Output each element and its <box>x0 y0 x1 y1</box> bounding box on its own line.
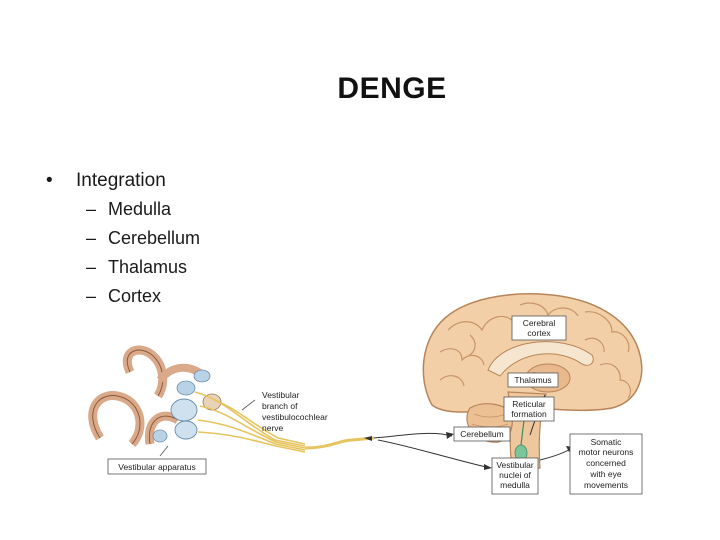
label-text: nuclei of <box>499 470 531 480</box>
label-text: with eye <box>589 469 621 479</box>
label-text: formation <box>511 409 547 419</box>
label-text: Vestibular apparatus <box>118 462 196 472</box>
label-vestibular-nuclei: Vestibular nuclei of medulla <box>491 457 539 495</box>
label-text: Somatic <box>591 437 622 447</box>
label-text: Cerebral <box>523 318 556 328</box>
label-text: Thalamus <box>514 375 551 385</box>
label-somatic-motor-neurons: Somatic motor neurons concerned with eye… <box>569 433 643 495</box>
sub-item-text: Medulla <box>108 199 172 219</box>
label-text: branch of <box>262 401 298 411</box>
label-text: concerned <box>586 458 626 468</box>
sub-item-medulla: –Medulla <box>46 195 200 224</box>
bullet-list: •Integration –Medulla –Cerebellum –Thala… <box>46 166 200 311</box>
sub-item-thalamus: –Thalamus <box>46 253 200 282</box>
bullet-symbol: • <box>46 170 53 191</box>
label-text: nerve <box>262 423 284 433</box>
dash-symbol: – <box>86 228 97 248</box>
label-cerebellum: Cerebellum <box>453 426 511 442</box>
vestibular-nerve <box>194 391 306 453</box>
label-text: motor neurons <box>579 447 634 457</box>
nerve-trunk <box>304 436 375 450</box>
sub-item-cerebellum: –Cerebellum <box>46 224 200 253</box>
label-vestibular-apparatus: Vestibular apparatus <box>107 458 207 475</box>
label-text: Vestibular <box>262 390 299 400</box>
label-text: Reticular <box>512 399 546 409</box>
dash-symbol: – <box>86 199 97 219</box>
label-cerebral-cortex: Cerebral cortex <box>511 315 567 341</box>
corpus-callosum <box>487 341 594 377</box>
sub-item-cortex: –Cortex <box>46 282 200 311</box>
label-text: medulla <box>500 480 530 490</box>
dash-symbol: – <box>86 286 97 306</box>
label-text: movements <box>584 480 628 490</box>
bullet-text: Integration <box>76 170 166 191</box>
dash-symbol: – <box>86 257 97 277</box>
label-text: cortex <box>527 328 551 338</box>
sub-item-text: Cortex <box>108 286 162 306</box>
vestibular-apparatus-illustration <box>88 345 222 448</box>
sub-item-text: Cerebellum <box>108 228 201 248</box>
label-text: Cerebellum <box>460 429 503 439</box>
bullet-item: • Integration <box>46 166 200 195</box>
label-reticular-formation: Reticular formation <box>503 396 555 422</box>
label-vestibular-nerve: Vestibular branch of vestibulocochlear n… <box>262 390 328 433</box>
label-text: vestibulocochlear <box>262 412 328 422</box>
sub-item-text: Thalamus <box>108 257 188 277</box>
label-thalamus: Thalamus <box>507 372 559 388</box>
label-text: Vestibular <box>496 460 533 470</box>
slide-title: DENGE <box>337 72 447 105</box>
